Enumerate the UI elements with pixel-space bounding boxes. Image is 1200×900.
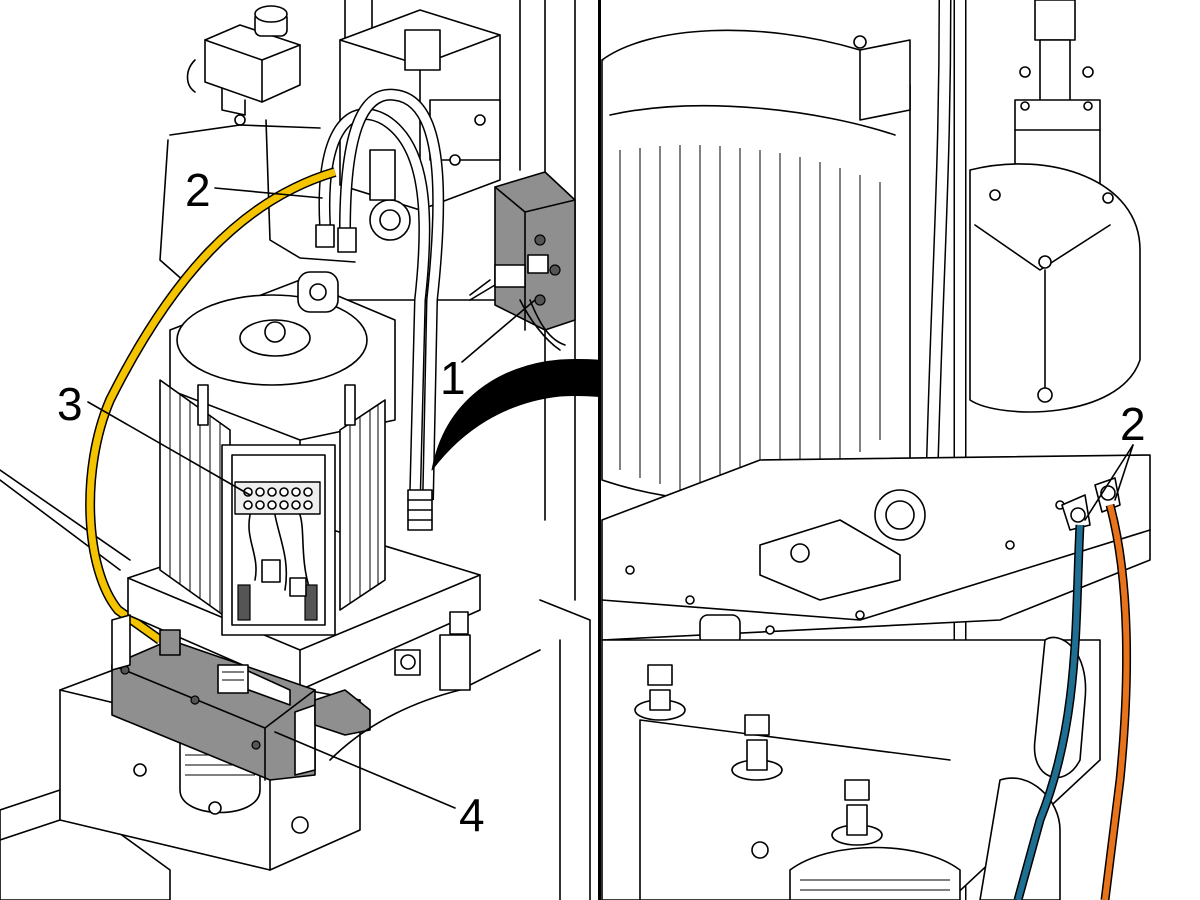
leader-lines: [87, 187, 536, 809]
bolt-3: [831, 779, 883, 846]
callout-2-right: 2: [1120, 398, 1146, 450]
bolt-2: [731, 714, 783, 781]
blue-hose: [1013, 524, 1085, 900]
leader-lines-right: [1084, 444, 1134, 521]
lower-bolts: [601, 636, 1101, 900]
leader-2: [214, 187, 323, 199]
electrical-connector-box: [469, 171, 576, 351]
motor-detail: [601, 29, 911, 503]
electric-motor: [127, 271, 481, 691]
callout-3: 3: [57, 378, 83, 430]
right-panel: 2: [601, 0, 1151, 900]
leader-4: [274, 731, 456, 809]
curved-arrow-right-icon: [431, 358, 598, 471]
orange-hose: [1100, 503, 1132, 900]
leader-1: [461, 299, 536, 363]
leader-3: [87, 401, 251, 496]
terminal-cover: [111, 614, 371, 781]
leader-2a: [1084, 444, 1134, 521]
callout-4: 4: [459, 789, 485, 841]
bolt-1: [634, 664, 686, 721]
cable-channel: [329, 611, 541, 761]
solenoid-valve: [186, 5, 301, 126]
callouts-right: 2: [1120, 398, 1146, 450]
white-hoses: [315, 88, 445, 531]
mounting-plate: [601, 454, 1151, 646]
leader-2b: [1114, 444, 1134, 501]
callouts-left: 1 2 3 4: [57, 164, 485, 841]
tubing-frame: [159, 119, 356, 283]
callout-2: 2: [185, 164, 211, 216]
sensor-assembly: [969, 0, 1141, 413]
left-panel: 1 2 3 4: [0, 0, 598, 900]
callout-1: 1: [440, 352, 466, 404]
yellow-hose: [85, 167, 337, 645]
